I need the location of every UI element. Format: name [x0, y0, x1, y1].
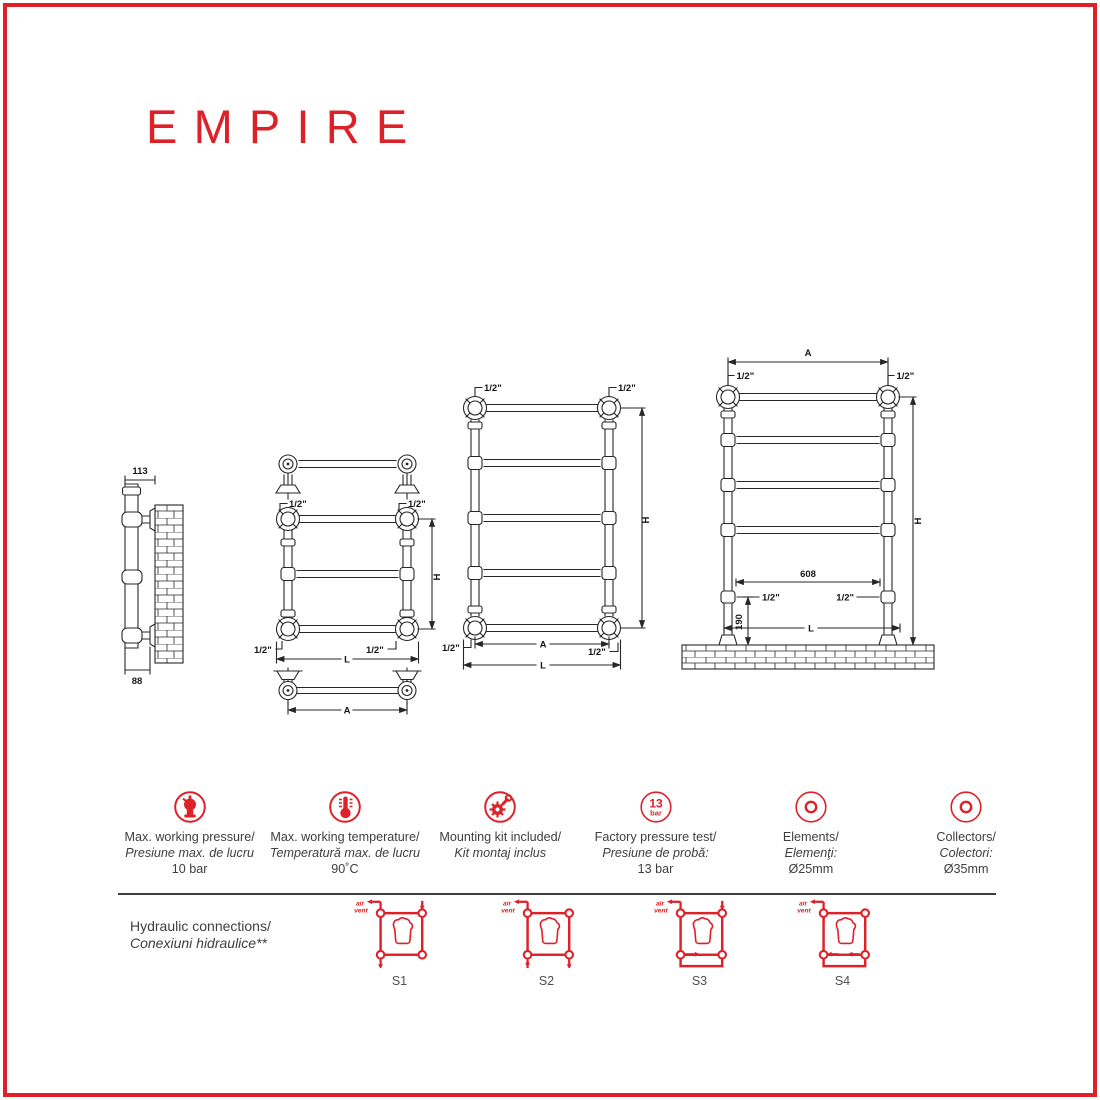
- air-vent-label: vent: [654, 908, 668, 915]
- drawing-wall-3bar: 1/2" 1/2" H 1/2" 1/2" L A: [254, 454, 443, 717]
- dim-label: 1/2": [618, 383, 636, 394]
- spec-label-en: Elements/: [782, 830, 839, 844]
- towel-icon: [392, 917, 414, 945]
- dim-label: H: [432, 573, 443, 580]
- spec-label-ro: Temperatură max. de lucru: [269, 846, 420, 861]
- collector-diameter-icon: [888, 790, 1043, 824]
- hydraulic-label-ro: Conexiuni hidraulice**: [130, 935, 267, 951]
- dim-label: 1/2": [588, 647, 606, 658]
- dim-label: A: [805, 348, 812, 359]
- spec-value: Ø35mm: [943, 862, 989, 877]
- spec-max-working-pressure: Max. working pressure/ Presiune max. de …: [112, 790, 267, 878]
- spec-value: Ø25mm: [788, 862, 834, 877]
- hydraulic-option-label: S4: [834, 974, 851, 988]
- drawing-side-view: 113 88: [121, 466, 184, 687]
- hydraulic-diagram-s4: air vent: [797, 899, 871, 968]
- spec-elements: Elements/ Elemenţi: Ø25mm: [733, 790, 888, 878]
- spec-factory-pressure-test: 13 bar Factory pressure test/ Presiune d…: [578, 790, 733, 878]
- hydraulic-option-s4: air vent S4: [795, 898, 890, 988]
- thermometer-icon: [267, 790, 422, 824]
- wall-brick-hatch: [154, 504, 184, 664]
- dim-label: 1/2": [442, 643, 460, 654]
- dim-label: 1/2": [408, 499, 426, 510]
- hydraulic-option-s3: air vent S3: [652, 898, 747, 988]
- hydraulic-option-label: S3: [691, 974, 708, 988]
- spec-collectors: Collectors/ Colectori: Ø35mm: [888, 790, 1043, 878]
- towel-icon: [835, 917, 857, 945]
- badge-unit: bar: [650, 809, 662, 818]
- dim-label: H: [641, 516, 652, 523]
- mounting-tools-icon: [423, 790, 578, 824]
- dim-label: 190: [734, 614, 745, 630]
- spec-row: Max. working pressure/ Presiune max. de …: [112, 790, 1044, 878]
- dim-label: 1/2": [762, 593, 780, 604]
- hydraulic-diagram-s3: air vent: [654, 899, 728, 968]
- dim-label: L: [344, 655, 350, 666]
- section-divider: [118, 893, 996, 895]
- hydraulic-label-en: Hydraulic connections/: [130, 918, 271, 934]
- dim-label: L: [808, 624, 814, 635]
- spec-label-ro: Elemenţi:: [784, 846, 838, 861]
- spec-label-en: Max. working temperature/: [270, 830, 420, 844]
- element-diameter-icon: [733, 790, 888, 824]
- drawing-wall-5bar: 1/2" 1/2" H A 1/2" 1/2" L: [442, 383, 652, 672]
- spec-mounting-kit: Mounting kit included/ Kit montaj inclus: [423, 790, 578, 878]
- spec-label-en: Factory pressure test/: [594, 830, 717, 844]
- dim-label: 1/2": [289, 499, 307, 510]
- air-vent-label: air: [799, 901, 808, 908]
- air-vent-label: air: [656, 901, 665, 908]
- air-vent-label: vent: [797, 908, 811, 915]
- spec-value: 13 bar: [637, 862, 674, 877]
- dim-label: L: [540, 661, 546, 672]
- dim-label: 1/2": [366, 645, 384, 656]
- pressure-gauge-icon: [112, 790, 267, 824]
- dim-label: 608: [800, 569, 816, 580]
- dim-label: A: [344, 706, 351, 717]
- hydraulic-option-label: S2: [538, 974, 555, 988]
- air-vent-label: vent: [501, 908, 515, 915]
- spec-label-ro: Presiune de probă:: [602, 846, 709, 861]
- drawing-floor-standing: A 1/2" 1/2" 608 1/2" 1/2" 190 L H: [681, 348, 935, 670]
- dim-label: 113: [132, 466, 147, 477]
- air-vent-label: vent: [354, 908, 368, 915]
- hydraulic-diagram-s1: air vent: [354, 899, 428, 970]
- pressure-test-13bar-icon: 13 bar: [578, 790, 733, 824]
- dim-label: 1/2": [484, 383, 502, 394]
- spec-value: 10 bar: [171, 862, 208, 877]
- dim-label: A: [540, 640, 547, 651]
- dim-label: 1/2": [897, 371, 915, 382]
- hydraulic-option-label: S1: [391, 974, 408, 988]
- floor-brick-hatch: [681, 644, 935, 670]
- spec-label-ro: Presiune max. de lucru: [125, 846, 255, 861]
- spec-label-ro: Kit montaj inclus: [454, 846, 547, 861]
- air-vent-label: air: [503, 901, 512, 908]
- hydraulic-option-s2: air vent S2: [499, 898, 594, 988]
- dim-label: 1/2": [836, 593, 854, 604]
- dim-label: 1/2": [254, 645, 272, 656]
- spec-label-en: Mounting kit included/: [439, 830, 562, 844]
- air-vent-label: air: [356, 901, 365, 908]
- spec-label-en: Collectors/: [936, 830, 996, 844]
- hydraulic-connections-label: Hydraulic connections/ Conexiuni hidraul…: [130, 918, 271, 952]
- spec-label-en: Max. working pressure/: [124, 830, 255, 844]
- badge-value: 13: [649, 797, 663, 811]
- dim-label: 88: [132, 676, 143, 687]
- towel-icon: [539, 917, 561, 945]
- spec-max-working-temperature: Max. working temperature/ Temperatură ma…: [267, 790, 422, 878]
- dim-label: 1/2": [737, 371, 755, 382]
- towel-icon: [692, 917, 714, 945]
- spec-label-ro: Colectori:: [939, 846, 993, 861]
- page-title: EMPIRE: [146, 100, 424, 153]
- spec-value: 90˚C: [331, 862, 359, 877]
- hydraulic-option-s1: air vent S1: [352, 898, 447, 988]
- dim-label: H: [913, 517, 924, 524]
- hydraulic-diagram-s2: air vent: [501, 899, 575, 970]
